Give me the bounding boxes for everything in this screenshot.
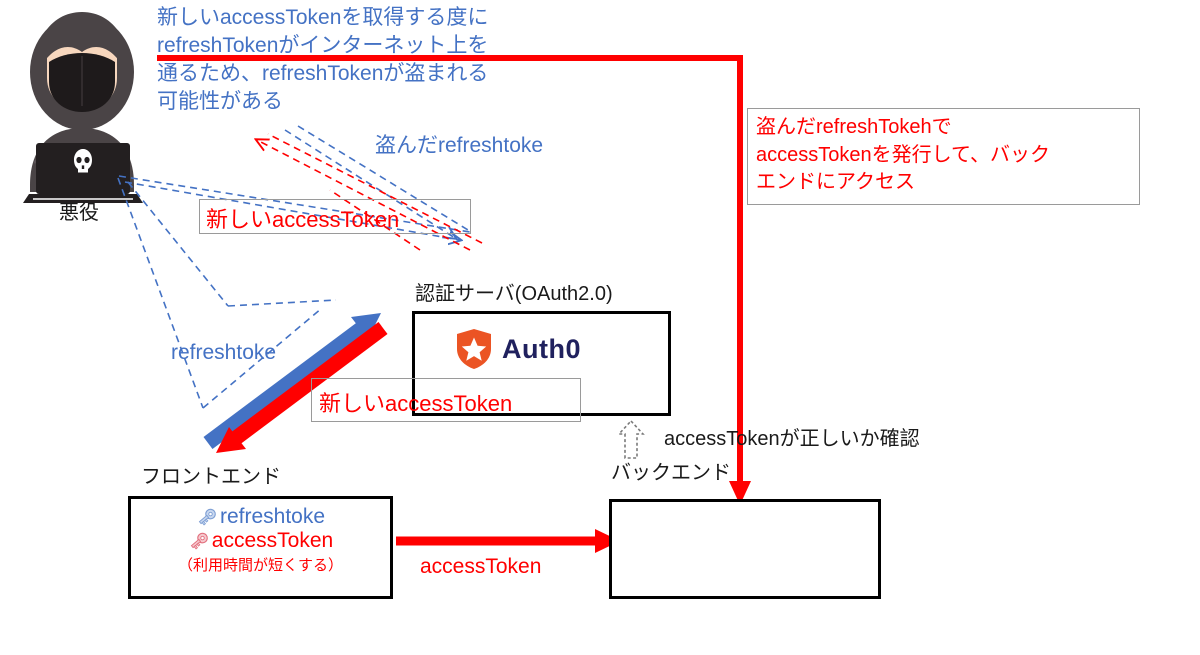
box-backend xyxy=(609,499,881,599)
key-icon-blue xyxy=(198,508,216,526)
box-frontend: refreshtoke accessToken （利用時間が短くする） xyxy=(128,496,393,599)
note-refresh-token-risk: 新しいaccessTokenを取得する度に refreshTokenがインターネ… xyxy=(157,6,489,113)
label-stolen-refresh-token: 盗んだrefreshtoke xyxy=(375,134,544,157)
frontend-access-token-label: accessToken xyxy=(211,529,334,552)
label-verify-access-token: accessTokenが正しいか確認 xyxy=(664,428,920,450)
auth0-logo: Auth0 xyxy=(455,328,581,370)
attack-note-text: 盗んだrefreshTokehで accessTokenを発行して、バック エン… xyxy=(756,116,1051,194)
label-auth-server: 認証サーバ(OAuth2.0) xyxy=(415,283,613,305)
auth0-shield-star-icon xyxy=(457,329,491,369)
label-backend: バックエンド xyxy=(611,462,731,484)
access-token-flow-arrow xyxy=(396,529,620,553)
dashed-up-arrow-icon xyxy=(617,419,645,459)
frontend-token-list: refreshtoke accessToken （利用時間が短くする） xyxy=(131,505,390,575)
box-new-access-token-lower-label: 新しいaccessToken xyxy=(319,391,513,416)
label-frontend: フロントエンド xyxy=(141,466,281,488)
frontend-refresh-token-row: refreshtoke xyxy=(131,505,390,529)
frontend-access-token-row: accessToken xyxy=(131,529,390,553)
box-new-access-token-upper-label: 新しいaccessToken xyxy=(206,207,400,232)
label-access-token-flow: accessToken xyxy=(420,555,542,578)
box-attack-note: 盗んだrefreshTokehで accessTokenを発行して、バック エン… xyxy=(747,108,1140,205)
box-auth-server: Auth0 xyxy=(412,311,671,416)
key-icon-red xyxy=(190,532,208,550)
label-refreshtoke-on-arrow: refreshtoke xyxy=(171,341,277,364)
skull-icon xyxy=(74,149,92,173)
box-new-access-token-upper: 新しいaccessToken xyxy=(199,199,471,234)
auth0-wordmark: Auth0 xyxy=(502,333,581,364)
box-new-access-token-lower: 新しいaccessToken xyxy=(311,378,581,422)
label-hacker: 悪役 xyxy=(59,202,99,224)
frontend-refresh-token-label: refreshtoke xyxy=(219,505,326,528)
frontend-access-token-note: （利用時間が短くする） xyxy=(177,557,343,574)
hacker-figure-icon xyxy=(23,12,143,203)
